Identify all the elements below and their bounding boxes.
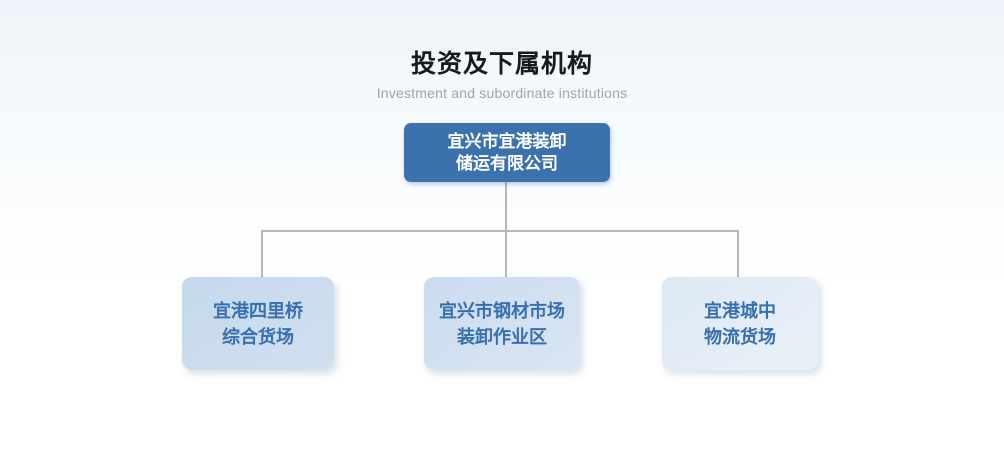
org-node-child-3-line1: 宜港城中 — [704, 300, 776, 321]
org-node-root-line2: 储运有限公司 — [456, 153, 558, 173]
org-node-root-line1: 宜兴市宜港装卸 — [447, 131, 567, 151]
connector-drop-left — [261, 230, 263, 277]
page-subtitle: Investment and subordinate institutions — [376, 85, 628, 101]
connector-drop-right — [737, 230, 739, 277]
page-title: 投资及下属机构 — [410, 50, 593, 78]
org-node-child-1-line1: 宜港四里桥 — [213, 300, 303, 321]
org-node-child-1-line2: 综合货场 — [222, 326, 294, 347]
org-node-child-2-line2: 装卸作业区 — [457, 326, 547, 347]
org-node-child-3: 宜港城中 物流货场 — [662, 277, 818, 370]
org-node-root: 宜兴市宜港装卸 储运有限公司 — [404, 123, 610, 182]
org-node-child-3-line2: 物流货场 — [704, 326, 776, 347]
org-node-child-2: 宜兴市钢材市场 装卸作业区 — [424, 277, 580, 370]
section-header: 投资及下属机构 Investment and subordinate insti… — [0, 44, 1004, 101]
org-node-child-1: 宜港四里桥 综合货场 — [182, 277, 334, 370]
connector-rail — [261, 230, 739, 232]
org-node-child-2-line1: 宜兴市钢材市场 — [439, 300, 565, 321]
